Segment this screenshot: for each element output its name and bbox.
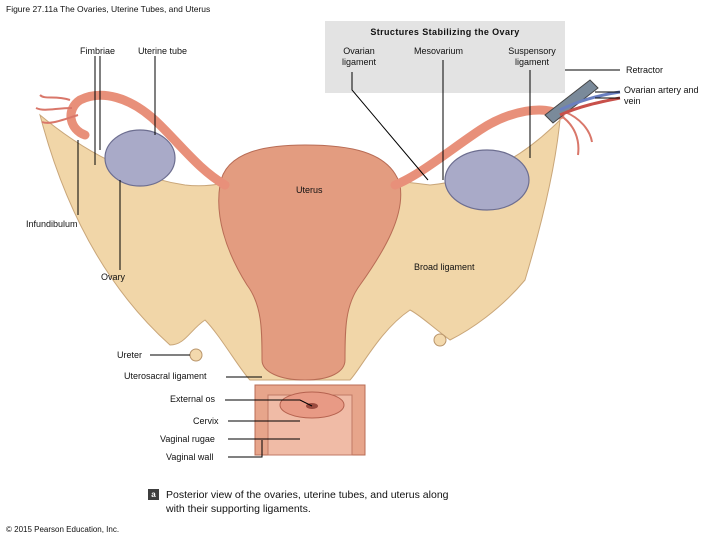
leader-lines bbox=[77, 56, 620, 458]
retractor-instrument bbox=[544, 79, 599, 124]
figure-caption: Posterior view of the ovaries, uterine t… bbox=[166, 489, 449, 515]
label-retractor: Retractor bbox=[626, 65, 664, 75]
ovary-structures-box: Structures Stabilizing the Ovary bbox=[325, 21, 565, 93]
label-uterosacral-ligament: Uterosacral ligament bbox=[124, 371, 207, 381]
label-vaginal-rugae: Vaginal rugae bbox=[160, 434, 215, 444]
label-ovary: Ovary bbox=[101, 272, 126, 282]
left-ureter bbox=[189, 348, 203, 362]
ovarian-vessels bbox=[559, 90, 621, 112]
label-mesovarium: Mesovarium bbox=[414, 46, 464, 56]
label-fimbriae: Fimbriae bbox=[80, 46, 116, 56]
label-uterus: Uterus bbox=[296, 185, 323, 195]
ovarian-artery bbox=[559, 96, 621, 117]
label-cervix: Cervix bbox=[193, 416, 219, 426]
label-ureter: Ureter bbox=[117, 350, 143, 360]
left-uterine-tube bbox=[66, 90, 230, 190]
right-fimbriae bbox=[559, 111, 593, 156]
right-ureter bbox=[433, 333, 447, 347]
right-ovary bbox=[444, 149, 530, 211]
uterus-shape bbox=[218, 144, 402, 381]
caption-letter-badge: a bbox=[148, 489, 159, 500]
left-ovary bbox=[104, 129, 176, 187]
label-broad-ligament: Broad ligament bbox=[414, 262, 475, 272]
label-ovarian-artery-vein: Ovarian artery and vein bbox=[624, 85, 699, 106]
box-heading: Structures Stabilizing the Ovary bbox=[370, 27, 520, 37]
label-suspensory-ligament: Suspensory ligament bbox=[508, 46, 556, 67]
label-infundibulum: Infundibulum bbox=[26, 219, 78, 229]
right-uterine-tube bbox=[390, 105, 565, 190]
label-ovarian-ligament: Ovarian ligament bbox=[341, 46, 377, 67]
figure-title: Figure 27.11a The Ovaries, Uterine Tubes… bbox=[6, 4, 211, 14]
label-external-os: External os bbox=[170, 394, 216, 404]
label-uterine-tube: Uterine tube bbox=[138, 46, 188, 56]
label-vaginal-wall: Vaginal wall bbox=[166, 452, 214, 462]
left-fimbriae bbox=[35, 94, 79, 124]
copyright-notice: © 2015 Pearson Education, Inc. bbox=[6, 525, 120, 534]
